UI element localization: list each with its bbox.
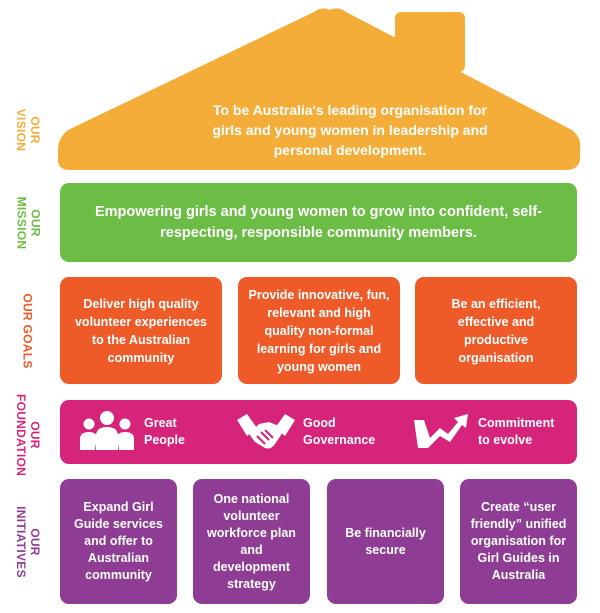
initiative-text: One national volunteer workforce plan an… xyxy=(207,491,296,591)
vision-roof xyxy=(58,8,581,171)
initiative-text: Create “user friendly” unified organisat… xyxy=(470,500,567,582)
goal-card-3: Be an efficient, effective and productiv… xyxy=(415,277,577,384)
goal-card-1: Deliver high quality volunteer experienc… xyxy=(60,277,222,384)
foundation-text: Good Governance xyxy=(303,416,376,447)
people-group-icon xyxy=(80,411,134,450)
initiative-card-2: One national volunteer workforce plan an… xyxy=(193,479,310,604)
label-our-mission: OUR MISSION xyxy=(14,196,42,249)
mission-text: Empowering girls and young women to grow… xyxy=(94,203,543,241)
roof-shape xyxy=(58,8,581,171)
initiative-card-1: Expand Girl Guide services and offer to … xyxy=(60,479,177,604)
label-our-foundation: OUR FOUNDATION xyxy=(14,393,43,477)
goal-card-2: Provide innovative, fun, relevant and hi… xyxy=(238,277,400,384)
initiative-card-4: Create “user friendly” unified organisat… xyxy=(460,479,577,604)
goal-text: Deliver high quality volunteer experienc… xyxy=(74,296,207,365)
vision-text: To be Australia's leading organisation f… xyxy=(212,102,488,158)
goal-text: Be an efficient, effective and productiv… xyxy=(451,296,541,365)
handshake-icon xyxy=(237,414,295,449)
label-our-goals: OUR GOALS xyxy=(21,292,35,369)
initiative-card-3: Be financially secure xyxy=(327,479,444,604)
foundation-text: Commitment to evolve xyxy=(478,416,555,447)
mission-band: Empowering girls and young women to grow… xyxy=(60,183,577,262)
initiative-text: Expand Girl Guide services and offer to … xyxy=(74,500,163,582)
growth-arrow-icon xyxy=(414,414,468,448)
foundation-text: Great People xyxy=(144,416,185,447)
goal-text: Provide innovative, fun, relevant and hi… xyxy=(248,287,390,374)
foundation-item-people: Great People xyxy=(78,400,185,464)
initiative-text: Be financially secure xyxy=(345,525,426,557)
label-our-initiatives: OUR INITIATIVES xyxy=(14,505,42,578)
foundation-band: Great People Good Governance Commitment … xyxy=(60,400,577,464)
foundation-item-evolve: Commitment to evolve xyxy=(410,400,554,464)
foundation-item-governance: Good Governance xyxy=(235,400,375,464)
